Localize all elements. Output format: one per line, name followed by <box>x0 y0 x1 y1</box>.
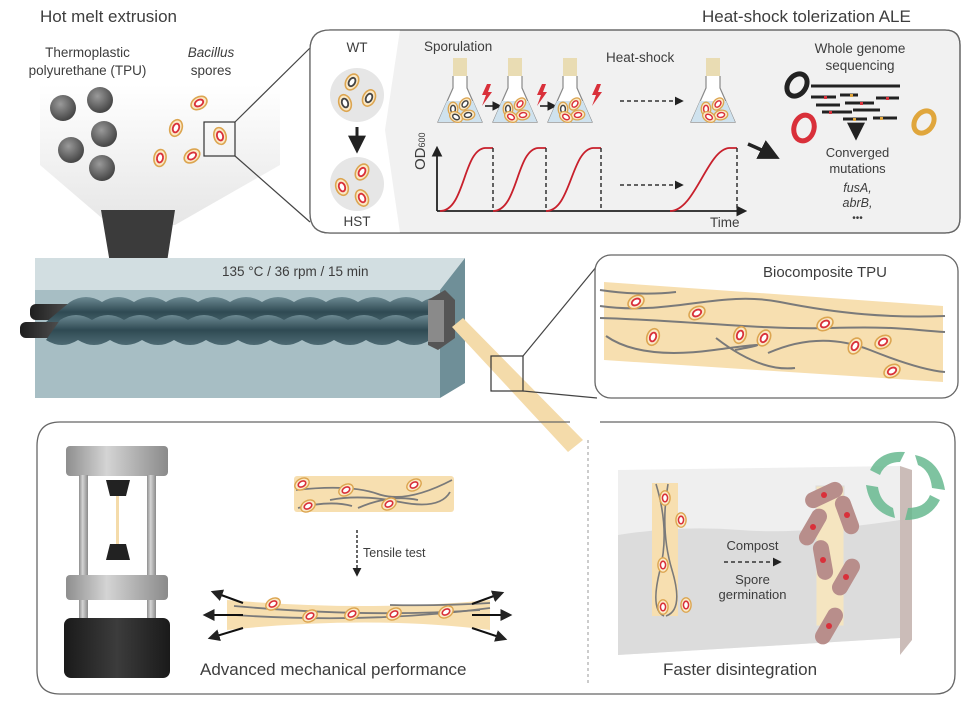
compost-label: Compost <box>726 538 779 553</box>
extrusion-conditions: 135 °C / 36 rpm / 15 min <box>222 264 369 279</box>
twin-screws <box>20 297 454 345</box>
growth-curve <box>545 147 601 212</box>
tpu-label-line2: polyurethane (TPU) <box>28 63 147 78</box>
extruded-filament <box>452 318 583 452</box>
flask <box>690 58 736 126</box>
wt-label: WT <box>346 40 368 55</box>
spores-label-line2: spores <box>190 63 232 78</box>
germination-line2: germination <box>718 587 787 602</box>
disintegration-caption: Faster disintegration <box>663 660 818 679</box>
gene-abrB: abrB, <box>842 196 873 210</box>
wgs-line1: Whole genome <box>814 41 906 56</box>
gene-fusA: fusA, <box>843 181 872 195</box>
heat-shock-label: Heat-shock <box>606 50 675 65</box>
heat-shock-icon <box>592 84 602 106</box>
gene-list: fusA, abrB, ••• <box>820 181 895 226</box>
germination-line1: Spore <box>735 572 770 587</box>
tension-arrows <box>202 589 513 642</box>
tpu-pellets <box>50 87 117 181</box>
tpu-label-line1: Thermoplastic <box>45 45 130 60</box>
growth-curve <box>669 147 737 212</box>
od600-axis-label: OD600 <box>412 132 429 170</box>
ale-title: Heat-shock tolerization ALE <box>702 7 911 26</box>
heat-shock-icon <box>537 84 547 106</box>
flask <box>492 58 557 126</box>
mechanical-caption: Advanced mechanical performance <box>200 660 467 679</box>
hot-melt-title: Hot melt extrusion <box>40 7 177 26</box>
zoom-box-filament <box>490 355 524 392</box>
growth-plot <box>431 96 748 217</box>
tensile-machine <box>64 446 170 678</box>
wgs-line2: sequencing <box>825 58 895 73</box>
gene-ellipsis: ••• <box>852 213 863 224</box>
application-panel <box>36 421 956 695</box>
od-subscript: 600 <box>417 132 427 148</box>
hst-colony <box>330 157 384 211</box>
heat-shock-icon <box>482 84 492 106</box>
flask <box>547 58 602 126</box>
converged-mutations-label: Converged mutations <box>810 145 905 177</box>
flask <box>437 58 502 126</box>
spores-label-line1: Bacillus <box>187 45 235 60</box>
growth-curve <box>492 147 546 212</box>
genome-sequencing <box>747 71 937 159</box>
converged-line1: Converged <box>825 145 890 160</box>
sporulation-label: Sporulation <box>424 39 493 54</box>
time-axis-label: Time <box>710 215 740 230</box>
screw <box>20 315 444 345</box>
tensile-test-label: Tensile test <box>363 546 426 560</box>
tpu-strip-unstretched <box>294 476 454 512</box>
biocomposite-title: Biocomposite TPU <box>763 264 887 281</box>
spores-label: Bacillus spores <box>178 44 244 80</box>
growth-curve <box>439 147 493 212</box>
flask-series <box>437 58 736 126</box>
zoom-box-spore <box>203 121 236 157</box>
wgs-label: Whole genome sequencing <box>800 40 920 74</box>
die-head <box>428 290 455 350</box>
hst-label: HST <box>343 214 371 229</box>
od-label: OD <box>412 147 429 171</box>
converged-line2: mutations <box>829 161 886 176</box>
spore-germination-label: Spore germination <box>710 572 795 602</box>
tpu-matrix <box>604 282 943 382</box>
tpu-label: Thermoplastic polyurethane (TPU) <box>20 44 155 80</box>
polymer-chains <box>599 289 946 373</box>
recycle-icon <box>866 451 945 520</box>
